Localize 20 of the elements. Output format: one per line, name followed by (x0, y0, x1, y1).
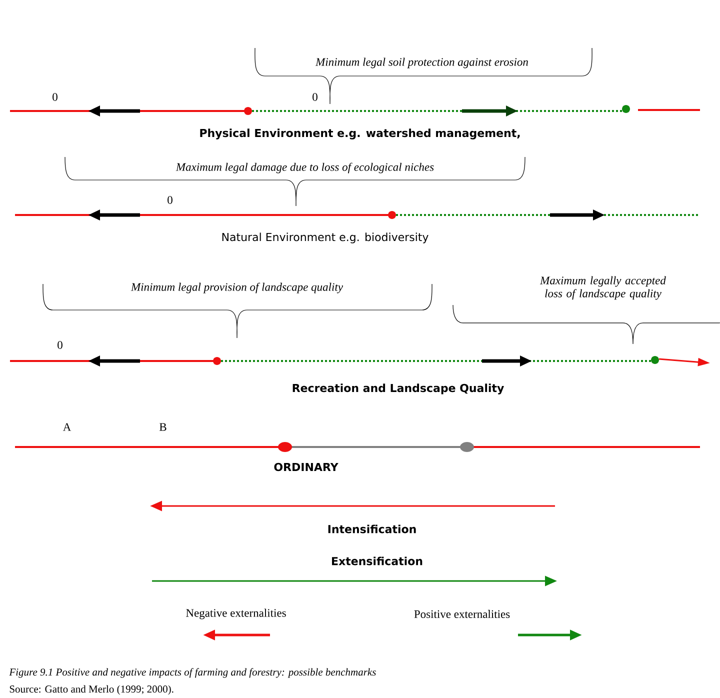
zero-mark: 0 (168, 196, 172, 204)
zero-mark: 0 (58, 341, 62, 349)
zero-mark: 0 (52, 93, 58, 101)
point-label: A (62, 423, 72, 431)
externality-label: Negative externalities (186, 608, 286, 620)
brace-label: Maximum legally accepted loss of landscape quality (540, 276, 666, 300)
source-note: Source: Gatto and Merlo (1999; 2000). (10, 685, 174, 695)
figure-caption: Figure 9.1 Positive and negative impacts of farming and forestry: possible benchmarks (9, 668, 376, 678)
scale-title: Natural Environment e.g. biodiversity (222, 232, 428, 244)
scale-title: Physical Environment e.g. watershed management, (200, 128, 520, 140)
arrow-label: Extensification (332, 556, 422, 566)
brace-label: Minimum legal provision of landscape quality (130, 282, 343, 294)
point-label: B (160, 423, 166, 431)
scale-title: ORDINARY (274, 462, 338, 472)
arrow-label: Intensification (328, 524, 416, 534)
scale-title: Recreation and Landscape Quality (292, 384, 504, 394)
brace-label: Maximum legal damage due to loss of ecological niches (176, 162, 434, 174)
externality-label: Positive externalities (414, 610, 510, 618)
zero-mark: 0 (312, 93, 318, 101)
brace-label: Minimum legal soil protection against erosion (315, 58, 528, 68)
